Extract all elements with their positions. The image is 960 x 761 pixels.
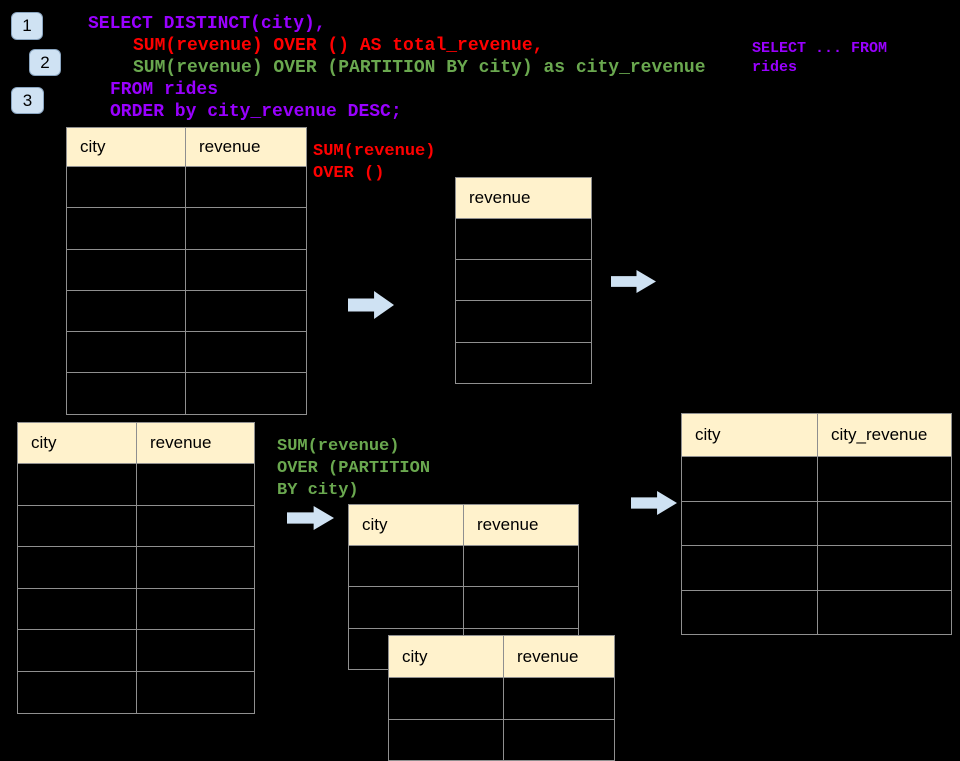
table-cell — [464, 587, 578, 628]
column-header-revenue: revenue — [456, 178, 591, 218]
table-cell — [818, 590, 951, 634]
step-badge-2: 2 — [29, 49, 61, 76]
annotation-partition-line2: OVER (PARTITION — [277, 459, 431, 478]
table-cell — [682, 501, 817, 545]
table-cell — [137, 547, 254, 588]
table-cell — [456, 342, 591, 383]
side-note-line1: SELECT ... FROM — [752, 40, 888, 57]
sql-line-from: FROM rides — [110, 80, 219, 100]
table-cell — [67, 167, 185, 208]
annotation-total-line1: SUM(revenue) — [313, 142, 436, 161]
table-partition-overlay: city revenue — [388, 635, 615, 761]
table-cell — [18, 671, 136, 713]
table-source-bottom: city revenue — [17, 422, 255, 714]
table-cell — [186, 249, 306, 290]
column-header-city: city — [682, 414, 817, 456]
table-cell — [682, 590, 817, 634]
table-cell — [504, 719, 614, 760]
column-header-city: city — [18, 423, 136, 463]
table-cell — [18, 630, 136, 671]
table-cell — [67, 332, 185, 373]
table-cell — [504, 678, 614, 719]
arrow-shape — [348, 291, 394, 319]
table-cell — [137, 588, 254, 630]
arrow-right-icon — [348, 291, 394, 319]
table-final-result: city city_revenue — [681, 413, 952, 635]
column-header-revenue: revenue — [137, 423, 254, 463]
step-badge-1: 1 — [11, 12, 43, 40]
annotation-total-line2: OVER () — [313, 164, 385, 183]
table-cell — [186, 332, 306, 373]
sql-line-select: SELECT DISTINCT(city), — [88, 14, 326, 34]
arrow-shape — [287, 506, 334, 530]
sql-line-partition: SUM(revenue) OVER (PARTITION BY city) as… — [133, 58, 706, 78]
arrow-right-icon — [631, 491, 677, 515]
arrow-shape — [611, 270, 656, 293]
table-cell — [456, 219, 591, 260]
table-cell — [137, 464, 254, 505]
sql-line-order: ORDER by city_revenue DESC; — [110, 102, 402, 122]
table-cell — [18, 588, 136, 630]
column-header-revenue: revenue — [186, 128, 306, 166]
table-cell — [389, 678, 503, 719]
annotation-partition-line3: BY city) — [277, 481, 359, 500]
table-cell — [186, 167, 306, 208]
arrow-right-icon — [287, 506, 334, 530]
side-note-line2: rides — [752, 59, 798, 76]
table-cell — [67, 208, 185, 249]
table-cell — [349, 587, 463, 628]
table-cell — [67, 290, 185, 332]
table-cell — [389, 719, 503, 760]
table-total-result: revenue — [455, 177, 592, 384]
table-cell — [186, 290, 306, 332]
table-cell — [349, 546, 463, 587]
column-header-revenue: revenue — [464, 505, 578, 545]
arrow-right-icon — [611, 270, 656, 293]
table-cell — [67, 373, 185, 414]
table-cell — [456, 260, 591, 301]
table-cell — [682, 457, 817, 501]
column-header-revenue: revenue — [504, 636, 614, 677]
column-header-city: city — [67, 128, 185, 166]
table-cell — [682, 546, 817, 590]
table-cell — [137, 505, 254, 547]
table-cell — [186, 208, 306, 249]
table-cell — [818, 457, 951, 501]
annotation-partition-line1: SUM(revenue) — [277, 437, 400, 456]
table-cell — [67, 249, 185, 290]
column-header-city-revenue: city_revenue — [818, 414, 951, 456]
table-cell — [464, 546, 578, 587]
arrow-shape — [631, 491, 677, 515]
table-cell — [818, 501, 951, 545]
column-header-city: city — [389, 636, 503, 677]
table-cell — [456, 301, 591, 342]
table-cell — [137, 671, 254, 713]
table-cell — [18, 505, 136, 547]
table-cell — [186, 373, 306, 414]
table-cell — [137, 630, 254, 671]
table-cell — [818, 546, 951, 590]
table-cell — [18, 464, 136, 505]
step-badge-3: 3 — [11, 87, 44, 114]
table-cell — [18, 547, 136, 588]
sql-line-total: SUM(revenue) OVER () AS total_revenue, — [133, 36, 544, 56]
column-header-city: city — [349, 505, 463, 545]
table-source-top: city revenue — [66, 127, 307, 415]
